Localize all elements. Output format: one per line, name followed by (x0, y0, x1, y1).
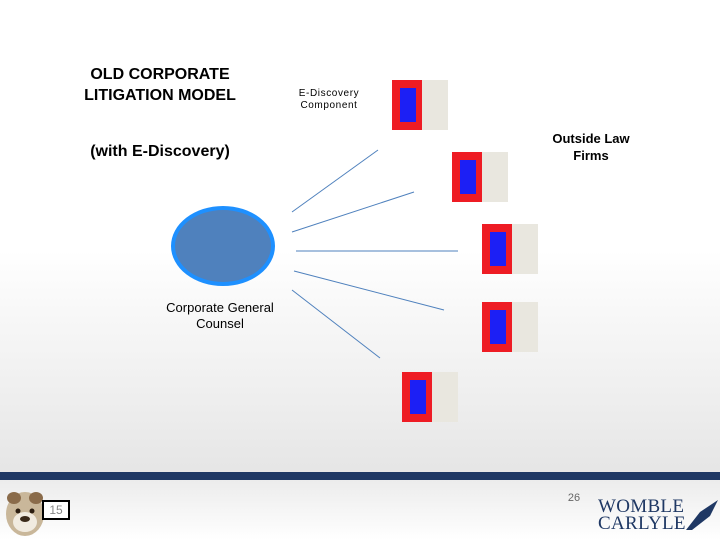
logo-line-2: CARLYLE (598, 513, 686, 534)
box-core (410, 380, 426, 414)
slide-subtitle: (with E-Discovery) (90, 143, 230, 160)
law-firm-box-1 (452, 152, 508, 202)
law-firm-box-4 (402, 372, 458, 422)
slide-title: OLD CORPORATE LITIGATION MODEL (60, 64, 260, 106)
spoke-line-4 (293, 270, 445, 311)
box-core (400, 88, 416, 122)
law-firm-box-2 (482, 224, 538, 274)
womble-carlyle-logo: WOMBLE CARLYLE (598, 496, 686, 534)
box-core (490, 232, 506, 266)
ediscovery-component-box (392, 80, 448, 130)
logo-mark-icon (686, 500, 718, 530)
spoke-line-2 (291, 191, 415, 233)
bulldog-icon (6, 492, 44, 536)
spoke-line-5 (291, 289, 381, 359)
box-core (460, 160, 476, 194)
spoke-line-1 (291, 149, 379, 213)
box-core (490, 310, 506, 344)
ediscovery-component-label: E-Discovery Component (298, 88, 360, 111)
law-firm-box-3 (482, 302, 538, 352)
slide-title-text: OLD CORPORATE LITIGATION MODEL (84, 66, 236, 104)
general-counsel-label: Corporate General Counsel (166, 300, 274, 331)
logo-line-1: WOMBLE (598, 496, 685, 517)
footer-bar (0, 472, 720, 480)
outside-law-firms-label: Outside Law Firms (552, 131, 630, 163)
general-counsel-node (171, 206, 275, 286)
slide-number-box: 15 (42, 500, 70, 520)
page-number: 26 (567, 492, 581, 504)
